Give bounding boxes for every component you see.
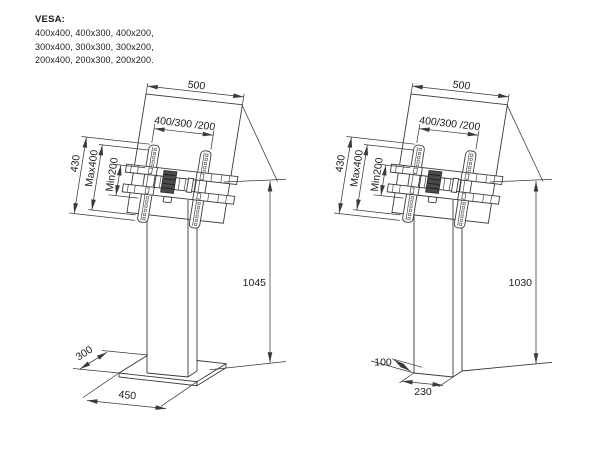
base-side-face xyxy=(196,362,227,387)
dim-line xyxy=(401,379,444,387)
extension-line xyxy=(82,372,120,398)
left-diagram: 1045 300 450 xyxy=(63,68,287,410)
vesa-size-line: 200x400, 200x300, 200x200. xyxy=(35,55,154,65)
dim-line xyxy=(86,399,167,410)
dim-label-230: 230 xyxy=(414,386,432,398)
extension-line xyxy=(72,368,120,374)
dim-label-100: 100 xyxy=(374,357,392,369)
dim-height: 1045 xyxy=(209,105,287,371)
extension-line xyxy=(507,105,544,182)
extension-line xyxy=(209,361,287,371)
column xyxy=(413,195,463,378)
right-diagram: 1030 100 230 xyxy=(328,68,553,398)
vesa-size-line: 300x400, 300x300, 300x200, xyxy=(35,41,154,52)
dim-base-depth: 300 xyxy=(72,344,149,374)
dim-base-width: 450 xyxy=(82,372,198,410)
extension-line xyxy=(101,350,149,356)
dim-line xyxy=(393,359,411,372)
extension-line xyxy=(399,372,415,384)
vesa-size-line: 400x400, 400x300, 400x200, xyxy=(35,28,154,38)
dim-column-width: 230 xyxy=(399,372,454,398)
extension-line xyxy=(160,381,198,407)
floor-line xyxy=(461,361,553,372)
vesa-title: VESA: xyxy=(35,14,66,25)
dim-column-depth: 100 xyxy=(370,357,423,374)
extension-line xyxy=(242,105,278,182)
extension-line xyxy=(489,178,553,183)
dim-label-1030: 1030 xyxy=(509,277,533,289)
column xyxy=(146,195,198,378)
extension-line xyxy=(223,178,287,183)
dim-label-300: 300 xyxy=(74,344,95,364)
dim-label-450: 450 xyxy=(118,389,137,403)
dim-height: 1030 xyxy=(489,105,553,364)
dim-line xyxy=(79,351,108,370)
vesa-spec-block: VESA: 400x400, 400x300, 400x200, 300x400… xyxy=(35,13,154,68)
dim-label-1045: 1045 xyxy=(243,277,267,289)
